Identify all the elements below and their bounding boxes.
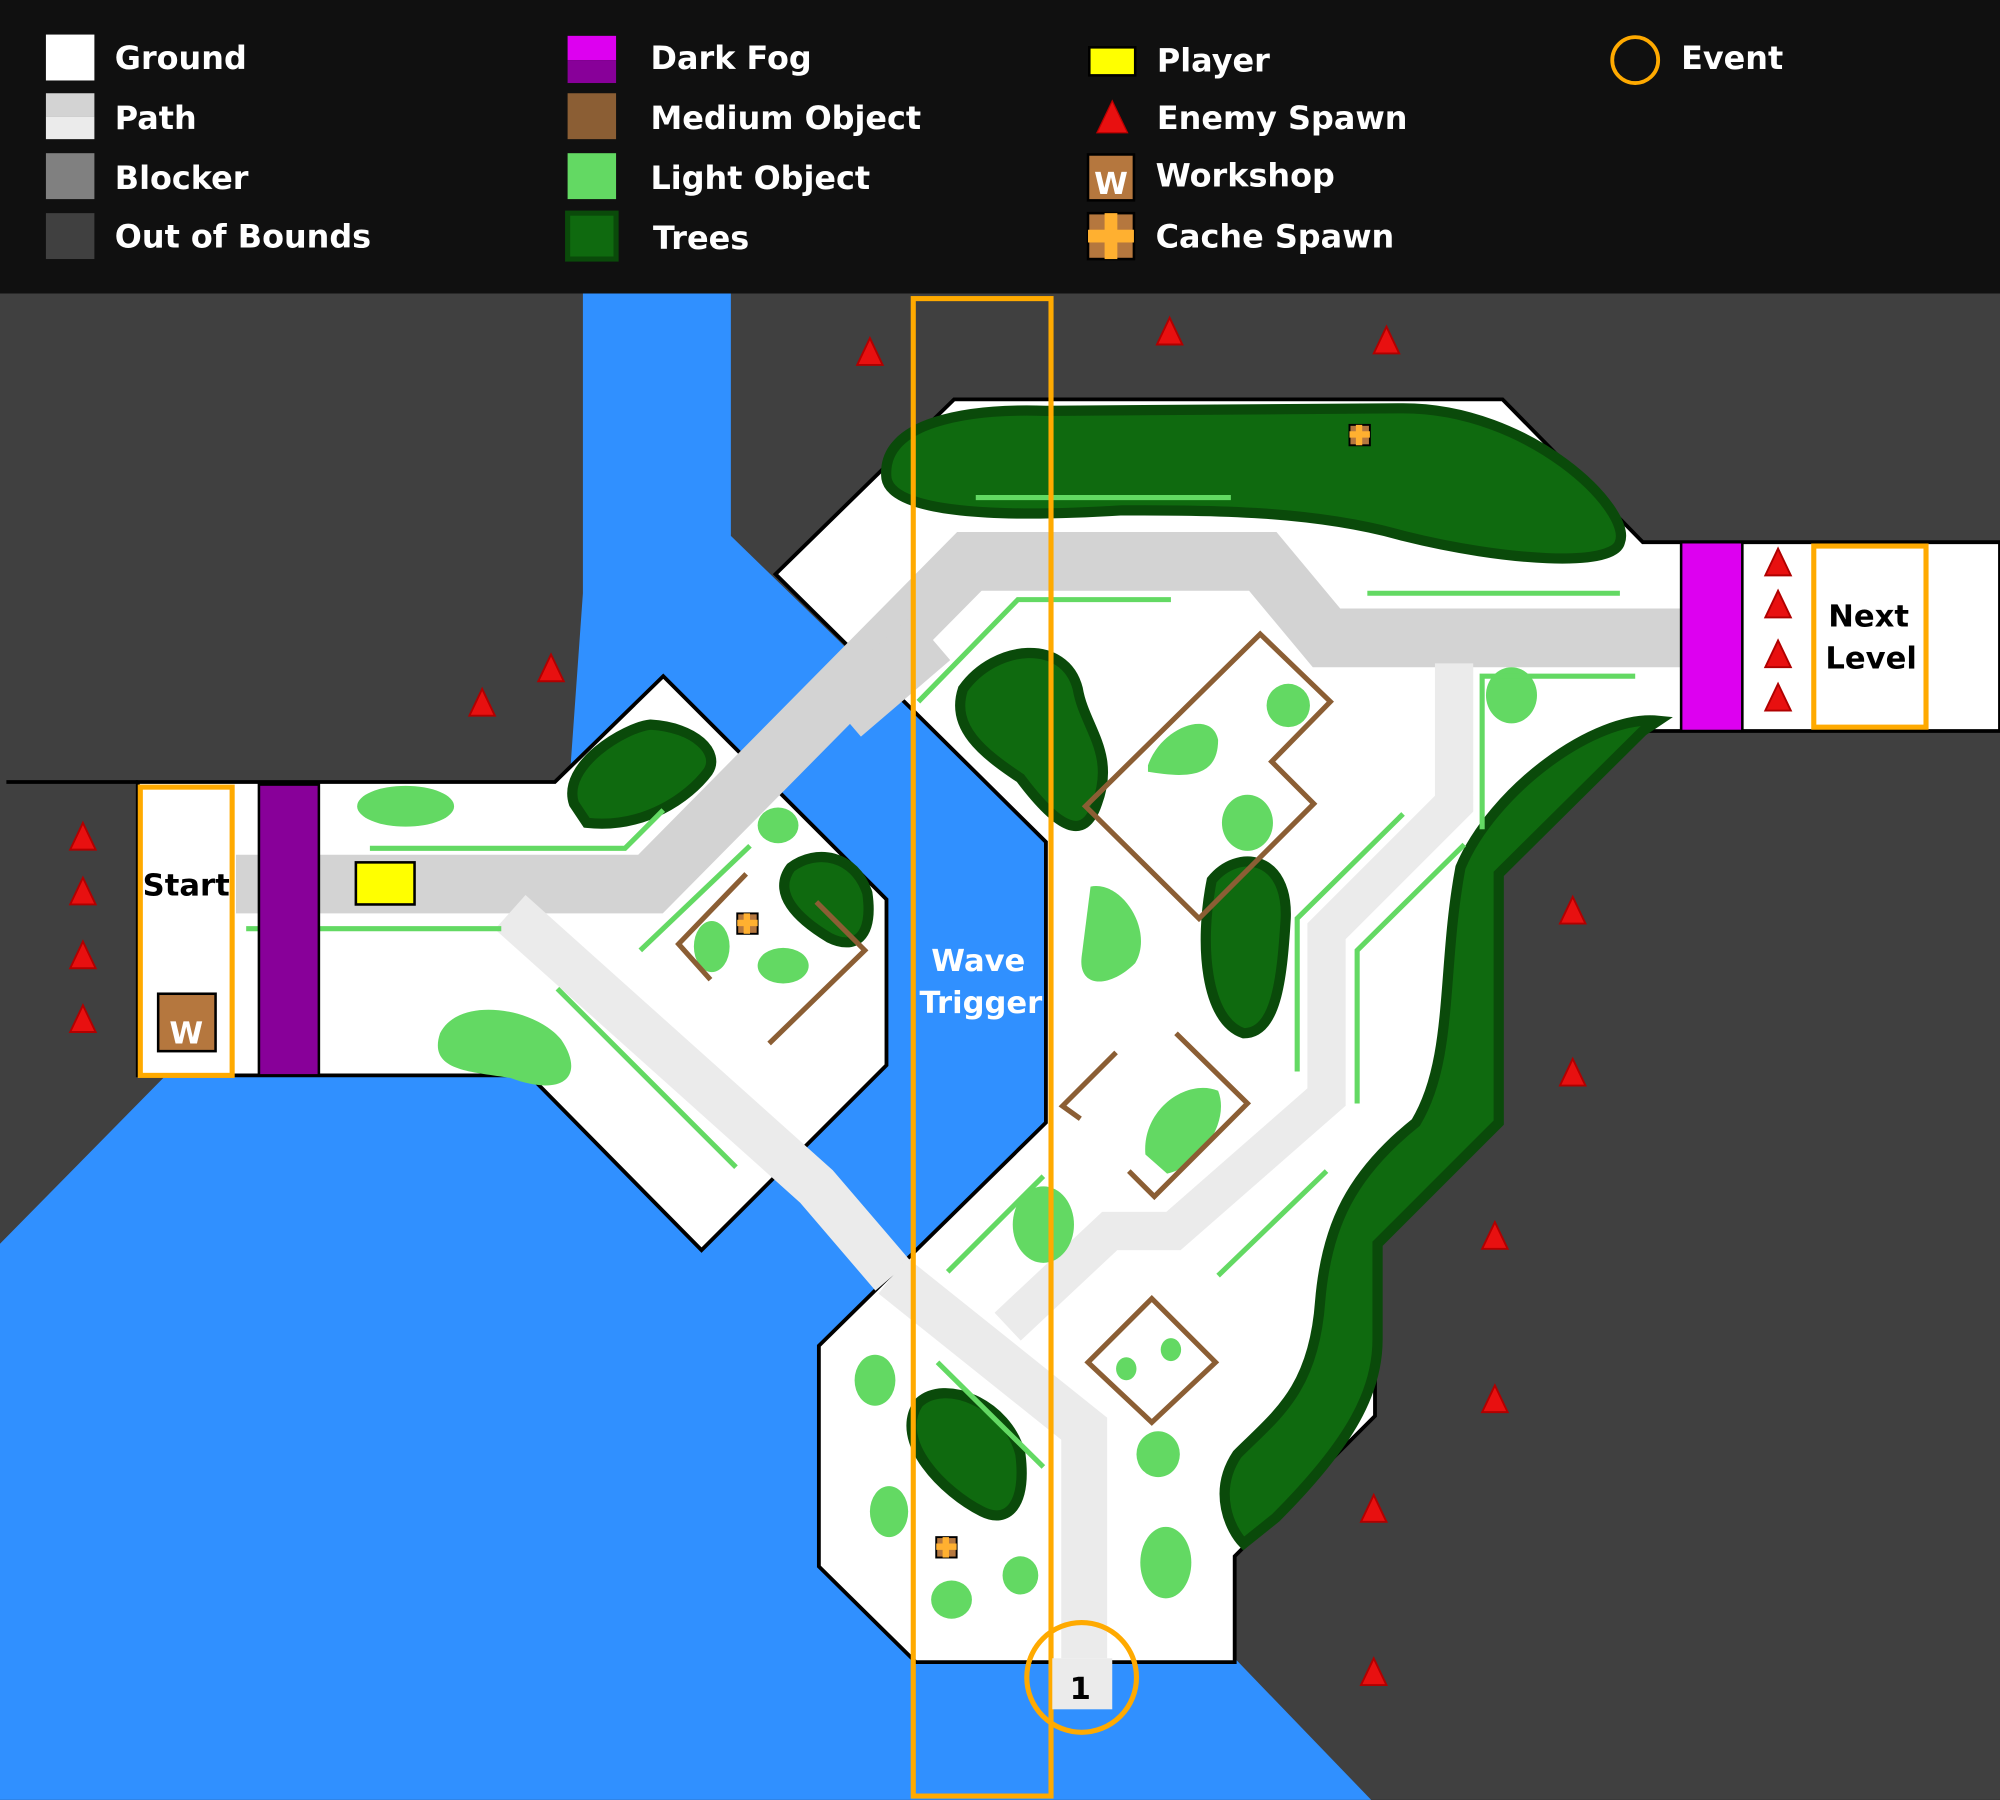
- enemy-spawn-icon: [1359, 1656, 1388, 1687]
- enemy-spawn-icon: [68, 939, 98, 970]
- next-level-zone[interactable]: [1811, 543, 1929, 730]
- enemy-spawn-icon: [1763, 546, 1793, 577]
- cache-spawn-icon: [1348, 423, 1371, 447]
- player-legend-icon: [1088, 46, 1137, 77]
- legend-label-light-object: Light Object: [651, 159, 871, 197]
- cache-spawn-icon: [935, 1536, 958, 1559]
- wave-trigger-label-line2: Trigger: [919, 986, 1042, 1021]
- enemy-spawn-legend-icon: [1095, 99, 1129, 134]
- next-level-label-line2: Level: [1825, 641, 1916, 676]
- tree-cluster: [779, 851, 874, 948]
- enemy-spawn-icon: [1763, 638, 1793, 669]
- tree-cluster: [567, 719, 717, 829]
- enemy-spawn-icon: [1480, 1219, 1510, 1250]
- next-level-label-line1: Next: [1828, 599, 1909, 634]
- enemy-spawn-icon: [855, 335, 885, 366]
- legend-swatch-light-object: [567, 153, 617, 200]
- paths: [235, 532, 1684, 1659]
- tree-cluster: [881, 403, 1627, 564]
- tree-cluster: [1219, 715, 1673, 1551]
- player-marker[interactable]: [354, 861, 416, 906]
- workshop-legend-icon: [1086, 153, 1136, 202]
- side-path: [494, 895, 911, 1291]
- enemy-spawn-icon: [1558, 894, 1587, 925]
- workshop-marker[interactable]: [156, 992, 217, 1053]
- enemy-spawn-icon: [1558, 1056, 1587, 1087]
- legend-label-out-of-bounds: Out of Bounds: [115, 218, 371, 256]
- legend-label-dark-fog: Dark Fog: [651, 39, 812, 77]
- event-number: 1: [1070, 1672, 1091, 1707]
- map: Start W Next Level Wave Trigger 1: [0, 293, 2000, 1800]
- legend: Ground Path Blocker Out of Bounds Dark F…: [0, 0, 2000, 294]
- legend-swatch-blocker: [45, 153, 95, 200]
- enemy-spawn-icon: [68, 820, 98, 851]
- legend-label-blocker: Blocker: [115, 159, 249, 197]
- cache-spawns: [736, 423, 1371, 1559]
- light-objects: [357, 667, 1537, 1619]
- light-object-lines: [246, 495, 1636, 1469]
- legend-label-player: Player: [1157, 42, 1270, 80]
- wave-trigger-zone[interactable]: [910, 296, 1054, 1799]
- legend-label-path: Path: [115, 99, 197, 137]
- legend-label-event: Event: [1681, 39, 1783, 77]
- legend-swatch-path: [45, 93, 95, 117]
- enemy-spawns: [68, 315, 1793, 1687]
- legend-label-ground: Ground: [115, 39, 247, 77]
- dark-fog-start: [257, 783, 321, 1077]
- legend-label-trees: Trees: [653, 219, 749, 257]
- legend-label-medium-object: Medium Object: [651, 99, 922, 137]
- enemy-spawn-icon: [68, 1003, 98, 1033]
- enemy-spawn-icon: [1763, 681, 1793, 712]
- enemy-spawn-icon: [1480, 1383, 1510, 1414]
- cache-spawn-icon: [736, 912, 759, 935]
- legend-label-enemy-spawn: Enemy Spawn: [1157, 99, 1408, 137]
- event-marker[interactable]: [1024, 1620, 1140, 1735]
- legend-swatch-medium-object: [567, 93, 617, 140]
- event-legend-icon: [1610, 35, 1661, 85]
- wave-trigger-label-line1: Wave: [931, 944, 1025, 979]
- tree-cluster: [955, 647, 1109, 831]
- legend-label-workshop: Workshop: [1156, 156, 1335, 194]
- legend-label-cache-spawn: Cache Spawn: [1156, 218, 1395, 256]
- enemy-spawn-icon: [536, 652, 566, 683]
- enemy-spawn-icon: [1155, 315, 1184, 346]
- legend-swatch-trees: [565, 210, 619, 262]
- start-label: Start: [143, 869, 230, 904]
- legend-swatch-ground: [45, 34, 95, 81]
- enemy-spawn-icon: [68, 875, 98, 906]
- legend-swatch-out-of-bounds: [45, 213, 95, 260]
- enemy-spawn-icon: [1372, 324, 1401, 355]
- tree-cluster: [1200, 856, 1291, 1039]
- dark-fog-exit: [1679, 540, 1744, 733]
- svg-text:W: W: [1094, 167, 1128, 202]
- enemy-spawn-icon: [1359, 1492, 1388, 1523]
- medium-objects: [675, 630, 1334, 1426]
- workshop-letter: W: [169, 1016, 203, 1051]
- enemy-spawn-icon: [467, 686, 497, 717]
- enemy-spawn-icon: [1763, 588, 1793, 619]
- legend-swatch-dark-fog: [567, 35, 617, 61]
- main-path: [235, 532, 1684, 914]
- trees: [567, 403, 1673, 1551]
